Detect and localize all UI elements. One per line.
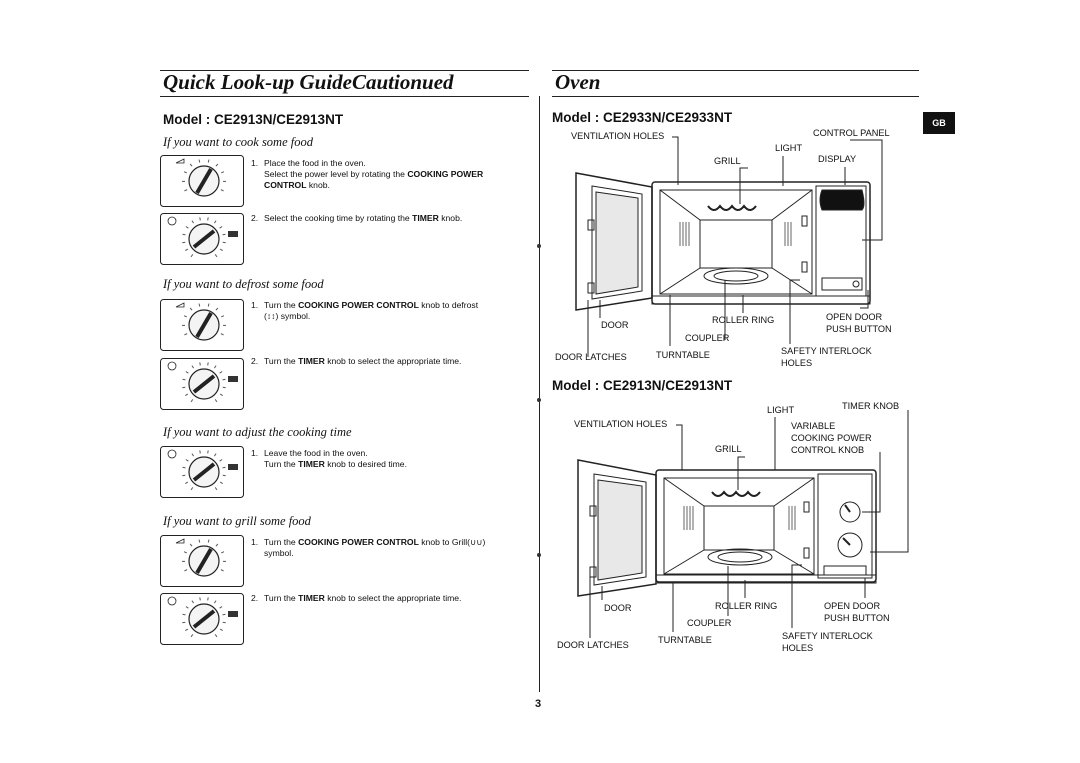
power-knob-icon (160, 155, 244, 207)
step-line: Select the power level by rotating the C… (264, 169, 484, 179)
timer-knob-icon (160, 358, 244, 410)
divider-dot (537, 398, 541, 402)
power-knob-illustration (160, 299, 244, 351)
label-roller-ring: ROLLER RING (715, 601, 778, 611)
step-line: Turn the TIMER knob to desired time. (264, 459, 407, 469)
label-coupler: COUPLER (685, 333, 730, 343)
label-safety-interlock: SAFETY INTERLOCK (781, 346, 872, 356)
language-badge: GB (923, 112, 955, 134)
column-divider (539, 96, 540, 692)
grill-step-1: 1. Turn the COOKING POWER CONTROL knob t… (251, 537, 541, 561)
grill-heading: If you want to grill some food (163, 514, 311, 528)
timer-knob-icon (160, 213, 244, 265)
left-title-underline (160, 96, 529, 97)
step-number: 1. (251, 537, 259, 547)
timer-knob-illustration (160, 358, 244, 410)
timer-knob-icon (160, 446, 244, 498)
cook-heading: If you want to cook some food (163, 135, 313, 149)
defrost-step-2: 2. Turn the TIMER knob to select the app… (251, 356, 541, 368)
label-open-door: OPEN DOOR (824, 601, 881, 611)
cook-step-2: 2. Select the cooking time by rotating t… (251, 213, 541, 225)
step-line: Turn the COOKING POWER CONTROL knob to d… (264, 300, 479, 310)
oven-model-1-heading: Model : CE2933N/CE2933NT (552, 110, 733, 125)
label-roller-ring: ROLLER RING (712, 315, 775, 325)
defrost-heading: If you want to defrost some food (163, 277, 324, 291)
label-push-button: PUSH BUTTON (824, 613, 890, 623)
label-door-latches: DOOR LATCHES (557, 640, 629, 650)
step-number: 2. (251, 593, 259, 603)
left-model-heading: Model : CE2913N/CE2913NT (163, 112, 344, 127)
power-knob-illustration (160, 535, 244, 587)
adjust-step-1: 1. Leave the food in the oven. Turn the … (251, 448, 541, 472)
step-number: 1. (251, 300, 259, 310)
step-line: (↕↕) symbol. (264, 311, 311, 321)
label-light: LIGHT (775, 143, 803, 153)
label-light: LIGHT (767, 405, 795, 415)
label-grill: GRILL (715, 444, 742, 454)
page-number: 3 (535, 698, 542, 710)
label-door: DOOR (604, 603, 632, 613)
power-knob-icon (160, 535, 244, 587)
right-title-rule (552, 70, 919, 71)
right-section-title: Oven (555, 70, 601, 94)
step-line: symbol. (264, 548, 294, 558)
power-knob-icon (160, 299, 244, 351)
cook-step-1: 1. Place the food in the oven. Select th… (251, 158, 541, 194)
divider-dot (537, 244, 541, 248)
step-line: CONTROL knob. (264, 180, 330, 190)
step-number: 1. (251, 448, 259, 458)
step-line: Place the food in the oven. (264, 158, 366, 168)
step-number: 2. (251, 356, 259, 366)
timer-knob-illustration (160, 213, 244, 265)
grill-step-2: 2. Turn the TIMER knob to select the app… (251, 593, 541, 605)
step-line: Turn the TIMER knob to select the approp… (264, 593, 462, 603)
label-door-latches: DOOR LATCHES (555, 352, 627, 362)
label-control-knob: CONTROL KNOB (791, 445, 865, 455)
defrost-step-1: 1. Turn the COOKING POWER CONTROL knob t… (251, 300, 541, 324)
timer-knob-icon (160, 593, 244, 645)
timer-knob-illustration (160, 446, 244, 498)
label-coupler: COUPLER (687, 618, 732, 628)
right-title-underline (552, 96, 919, 97)
timer-knob-illustration (160, 593, 244, 645)
label-cooking-power: COOKING POWER (791, 433, 872, 443)
label-variable: VARIABLE (791, 421, 836, 431)
label-ventilation-holes: VENTILATION HOLES (571, 131, 665, 141)
label-door: DOOR (601, 320, 629, 330)
step-number: 1. (251, 158, 259, 168)
label-timer-knob: TIMER KNOB (842, 401, 900, 411)
step-line: Select the cooking time by rotating the … (264, 213, 463, 223)
label-grill: GRILL (714, 156, 741, 166)
label-control-panel: CONTROL PANEL (813, 128, 890, 138)
power-knob-illustration (160, 155, 244, 207)
label-safety-holes: HOLES (781, 358, 813, 368)
oven-model-2-heading: Model : CE2913N/CE2913NT (552, 378, 733, 393)
step-line: Leave the food in the oven. (264, 448, 368, 458)
divider-dot (537, 553, 541, 557)
label-open-door: OPEN DOOR (826, 312, 883, 322)
label-display: DISPLAY (818, 154, 857, 164)
label-push-button: PUSH BUTTON (826, 324, 892, 334)
adjust-heading: If you want to adjust the cooking time (163, 425, 352, 439)
label-safety-interlock: SAFETY INTERLOCK (782, 631, 873, 641)
label-safety-holes: HOLES (782, 643, 814, 653)
label-turntable: TURNTABLE (658, 635, 712, 645)
label-turntable: TURNTABLE (656, 350, 710, 360)
step-number: 2. (251, 213, 259, 223)
label-ventilation-holes: VENTILATION HOLES (574, 419, 668, 429)
left-title-rule (160, 70, 529, 71)
left-section-title: Quick Look-up GuideCautionued (163, 70, 454, 94)
step-line: Turn the TIMER knob to select the approp… (264, 356, 462, 366)
step-line: Turn the COOKING POWER CONTROL knob to G… (264, 537, 486, 547)
